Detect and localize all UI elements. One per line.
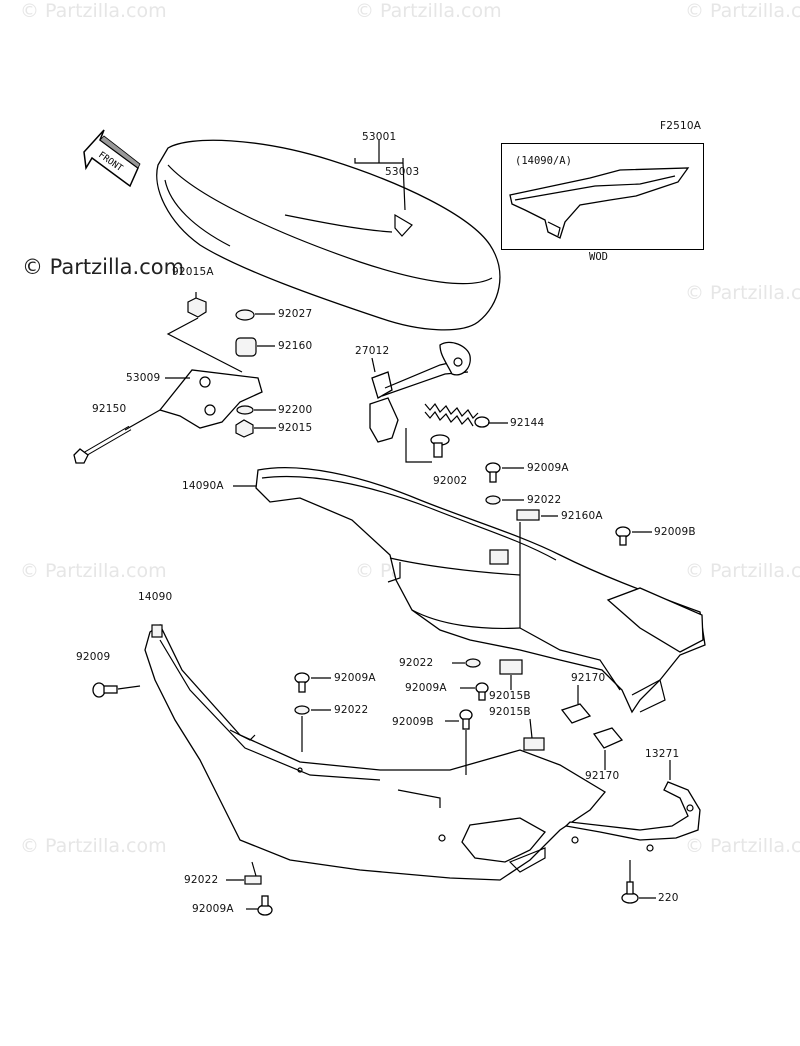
inset-caption: WOD	[589, 251, 608, 263]
damper-area	[489, 549, 509, 565]
label-92015B: 92015B	[489, 706, 531, 718]
bolt-92150	[73, 425, 132, 464]
seat-lock-27012	[369, 341, 471, 443]
watermark: © Partzilla.com	[685, 835, 800, 857]
nut-92015	[235, 419, 254, 438]
label-92009A: 92009A	[334, 672, 376, 684]
watermark: © Partzilla.com	[685, 560, 800, 582]
damper-92160	[235, 337, 257, 357]
label-14090: 14090	[138, 591, 173, 603]
front-arrow-icon: FRONT	[83, 129, 141, 188]
label-92009A: 92009A	[405, 682, 447, 694]
screw-92009B-top	[615, 526, 631, 546]
watermark: © Partzilla.com	[685, 0, 800, 22]
label-53001: 53001	[362, 131, 397, 143]
seat-53001	[156, 139, 501, 331]
washer-92022-top	[485, 495, 501, 505]
label-53003: 53003	[385, 166, 420, 178]
label-92009B: 92009B	[654, 526, 696, 538]
label-92022: 92022	[399, 657, 434, 669]
label-92009B: 92009B	[392, 716, 434, 728]
label-92015B: 92015B	[489, 690, 531, 702]
label-92015A: 92015A	[172, 266, 214, 278]
label-92160: 92160	[278, 340, 313, 352]
watermark-logo: © Partzilla.com	[22, 255, 185, 279]
washer-92200	[236, 405, 254, 415]
label-92022: 92022	[527, 494, 562, 506]
label-14090A: 14090A	[182, 480, 224, 492]
inset-cover-drawing	[509, 167, 690, 239]
washer-92022-right	[465, 658, 481, 668]
screw-92009B-mid	[459, 709, 473, 730]
diagram-code: F2510A	[660, 120, 702, 132]
grommet-92027	[235, 309, 255, 321]
bracket-53009	[158, 369, 263, 429]
screw-92009A-top	[485, 462, 501, 483]
screw-92009A-bottom	[257, 895, 273, 916]
screw-92009-left	[92, 682, 118, 698]
label-92009A: 92009A	[527, 462, 569, 474]
label-92009A: 92009A	[192, 903, 234, 915]
washer-92022-bottom	[244, 875, 262, 885]
clip-92170-top	[560, 703, 592, 724]
screw-92009A-right	[475, 682, 489, 701]
label-92170: 92170	[585, 770, 620, 782]
screw-92002	[430, 434, 450, 458]
cover-14090	[144, 624, 606, 881]
label-27012: 27012	[355, 345, 390, 357]
label-92022: 92022	[334, 704, 369, 716]
watermark: © Partzilla.com	[20, 560, 167, 582]
label-92150: 92150	[92, 403, 127, 415]
screw-220	[621, 881, 639, 904]
cover-14090A	[255, 467, 706, 714]
watermark: © Partzilla.com	[355, 0, 502, 22]
screw-92009A-mid	[294, 672, 310, 693]
pad-92160A	[516, 509, 540, 521]
label-220: 220	[658, 892, 679, 904]
label-92022: 92022	[184, 874, 219, 886]
nut-92015A	[187, 297, 207, 318]
label-92002: 92002	[433, 475, 468, 487]
label-92170: 92170	[571, 672, 606, 684]
label-53009: 53009	[126, 372, 161, 384]
watermark: © Partzilla.com	[685, 282, 800, 304]
watermark: © Partzilla.com	[20, 835, 167, 857]
label-92027: 92027	[278, 308, 313, 320]
clip-92170-bottom	[592, 727, 624, 749]
washer-92022-mid	[294, 705, 310, 715]
label-13271: 13271	[645, 748, 680, 760]
inset-box	[501, 143, 704, 250]
clip-92015B-bottom	[523, 737, 545, 751]
label-92015: 92015	[278, 422, 313, 434]
spring-92144	[424, 402, 490, 428]
watermark: © Partzilla.com	[20, 0, 167, 22]
label-92200: 92200	[278, 404, 313, 416]
inset-title: (14090/A)	[515, 155, 572, 167]
label-92144: 92144	[510, 417, 545, 429]
carrier-13271	[564, 781, 701, 852]
label-92009: 92009	[76, 651, 111, 663]
label-92160A: 92160A	[561, 510, 603, 522]
clip-92015B-top	[499, 659, 523, 675]
